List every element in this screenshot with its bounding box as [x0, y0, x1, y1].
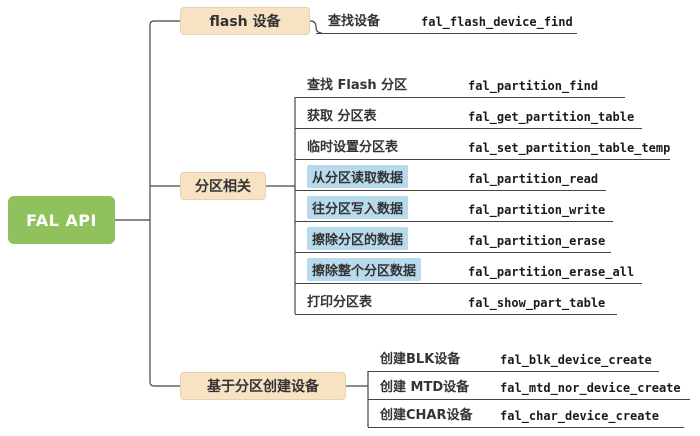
leaf-row-partition-erase-all: 擦除整个分区数据 fal_partition_erase_all — [295, 258, 642, 284]
leaf-label-highlighted: 从分区读取数据 — [307, 165, 409, 188]
leaf-func: fal_blk_device_create — [500, 353, 652, 367]
root-node-fal-api: FAL API — [8, 196, 115, 244]
leaf-row-mtd-device-create: 创建 MTD设备 fal_mtd_nor_device_create — [368, 375, 690, 400]
leaf-label: 创建BLK设备 — [380, 352, 461, 367]
leaf-func: fal_set_partition_table_temp — [468, 141, 671, 155]
leaf-label: 打印分区表 — [307, 295, 373, 310]
leaf-label: 创建 MTD设备 — [380, 380, 470, 395]
leaf-func: fal_flash_device_find — [421, 15, 573, 29]
leaf-label: 查找设备 — [328, 14, 381, 29]
leaf-row-partition-find: 查找 Flash 分区 fal_partition_find — [295, 73, 625, 98]
leaf-label-highlighted: 往分区写入数据 — [307, 196, 409, 219]
leaf-func: fal_partition_find — [468, 79, 599, 93]
branch-node-create-device: 基于分区创建设备 — [180, 372, 346, 400]
leaf-label: 临时设置分区表 — [307, 140, 399, 155]
leaf-label-highlighted: 擦除整个分区数据 — [307, 258, 422, 281]
leaf-func: fal_partition_write — [468, 203, 606, 217]
leaf-row-char-device-create: 创建CHAR设备 fal_char_device_create — [368, 403, 684, 428]
branch-node-partition: 分区相关 — [180, 172, 266, 200]
branch-label: flash 设备 — [209, 14, 281, 30]
leaf-func: fal_mtd_nor_device_create — [500, 381, 681, 395]
branch-label: 基于分区创建设备 — [207, 379, 319, 395]
leaf-func: fal_partition_erase — [468, 234, 606, 248]
leaf-row-partition-write: 往分区写入数据 fal_partition_write — [295, 196, 613, 222]
root-label: FAL API — [26, 210, 97, 230]
leaf-label: 查找 Flash 分区 — [307, 78, 408, 93]
leaf-row-blk-device-create: 创建BLK设备 fal_blk_device_create — [368, 347, 659, 372]
leaf-label: 获取 分区表 — [307, 109, 377, 124]
leaf-row-partition-erase: 擦除分区的数据 fal_partition_erase — [295, 227, 611, 253]
leaf-row-flash-device-find: 查找设备 fal_flash_device_find — [316, 9, 577, 34]
leaf-func: fal_partition_read — [468, 172, 599, 186]
leaf-func: fal_show_part_table — [468, 296, 606, 310]
leaf-row-get-partition-table: 获取 分区表 fal_get_partition_table — [295, 104, 642, 129]
leaf-row-show-part-table: 打印分区表 fal_show_part_table — [295, 290, 617, 315]
leaf-func: fal_partition_erase_all — [468, 265, 635, 279]
branch-label: 分区相关 — [195, 179, 251, 195]
leaf-row-partition-read: 从分区读取数据 fal_partition_read — [295, 165, 606, 191]
leaf-func: fal_get_partition_table — [468, 110, 635, 124]
branch-node-flash-device: flash 设备 — [180, 7, 310, 35]
leaf-label-highlighted: 擦除分区的数据 — [307, 227, 409, 250]
leaf-func: fal_char_device_create — [500, 409, 659, 423]
leaf-label: 创建CHAR设备 — [380, 408, 473, 423]
leaf-row-set-partition-table-temp: 临时设置分区表 fal_set_partition_table_temp — [295, 135, 670, 160]
